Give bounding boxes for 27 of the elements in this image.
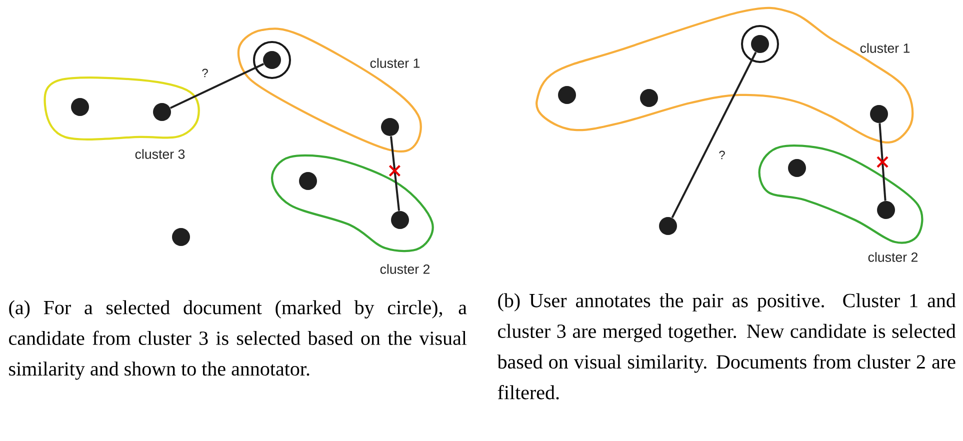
dot xyxy=(877,201,895,219)
dot xyxy=(153,103,171,121)
cluster-label: cluster 1 xyxy=(860,43,910,53)
dot xyxy=(71,98,89,116)
connector-line xyxy=(878,123,886,201)
dot xyxy=(659,217,677,235)
dot xyxy=(558,86,576,104)
dot xyxy=(299,172,317,190)
dot xyxy=(788,159,806,177)
cluster-label: cluster 3 xyxy=(135,149,185,159)
dot xyxy=(172,228,190,246)
selected-dot xyxy=(741,25,779,63)
dot xyxy=(870,105,888,123)
caption: (a) For a selected document (marked by circle), a candidate from cluster 3 is selected based on the visual similarity and shown to the annotator. xyxy=(9,300,467,380)
dot xyxy=(640,89,658,107)
caption: (b) User annotates the pair as positive. Cluster 1 and cluster 3 are merged together. New candidate is selected based on visual similarity. Documents from cluster 2 are filtered. xyxy=(497,293,956,400)
cluster-label: cluster 1 xyxy=(370,58,420,68)
connector-line xyxy=(170,63,264,109)
connector-line xyxy=(671,52,757,218)
edge-label: ? xyxy=(717,149,727,161)
connector-line xyxy=(390,136,400,211)
cluster-label: cluster 2 xyxy=(868,252,918,262)
edge-label: ? xyxy=(200,67,210,79)
selected-dot xyxy=(253,41,291,79)
cluster-label: cluster 2 xyxy=(380,264,430,274)
dot xyxy=(391,211,409,229)
dot xyxy=(381,118,399,136)
